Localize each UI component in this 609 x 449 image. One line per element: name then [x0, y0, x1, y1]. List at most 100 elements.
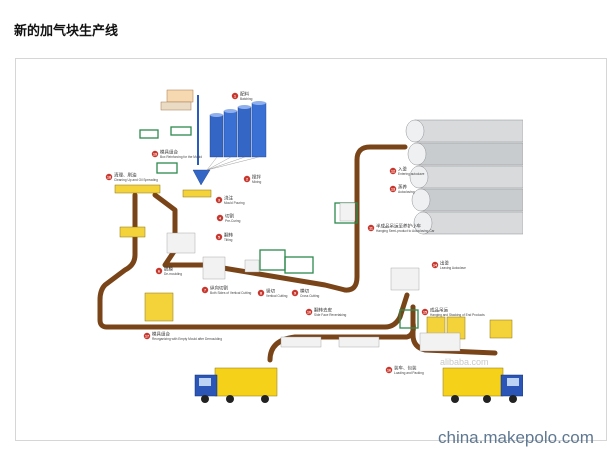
step-number: 4 [219, 216, 221, 220]
step-number-marker [431, 261, 439, 269]
step-label-cn: 模具组合 [152, 331, 170, 338]
step-number: 2 [246, 177, 248, 181]
step-number-marker [151, 150, 159, 158]
step-label-en: Mixing [252, 180, 261, 184]
step-number: 5 [218, 235, 220, 239]
step-label-en: Tilting [224, 238, 233, 242]
step-number-marker [243, 175, 251, 183]
step-label-en: Batching [240, 97, 253, 101]
step-label-en: De-moulding [164, 272, 182, 276]
step-label-en: Hanging Semi-product to Autoclaving Car [376, 229, 435, 233]
step-label-cn: 装车、包装 [394, 365, 417, 372]
autoclaves [405, 119, 523, 235]
step-label-en: Reorganizing with Empty Mould after Demo… [152, 337, 222, 341]
silos [192, 95, 267, 186]
batching-mould-stack [160, 89, 194, 111]
step-number: 13 [391, 187, 395, 191]
step-number-marker [421, 308, 429, 316]
step-number-marker [216, 214, 224, 222]
step-label-en: Autoclaving [398, 190, 415, 194]
step-number: 7 [204, 288, 206, 292]
site-watermark: china.makepolo.com [438, 428, 594, 447]
step-label-en: Vertical Cutting [266, 294, 288, 298]
step-number-marker [385, 366, 393, 374]
aerated-blocks [166, 202, 461, 352]
step-label-cn: 模具组合 [160, 149, 178, 156]
step-label-cn: 翻转 [224, 232, 233, 239]
step-label-cn: 纵向切割 [210, 285, 228, 292]
step-number-marker [305, 308, 313, 316]
step-number-marker [367, 224, 375, 232]
step-label-cn: 脱模 [164, 266, 173, 273]
step-label-en: Hanging and Stacking of End Products [430, 313, 485, 317]
step-number: 17 [145, 334, 149, 338]
step-number: 9 [294, 291, 296, 295]
step-number-marker [231, 92, 239, 100]
delivery-truck-left [194, 367, 278, 403]
step-label-cn: 切割 [225, 213, 234, 220]
step-number-marker [389, 185, 397, 193]
step-label-en: Side Face Revertaking [314, 313, 346, 317]
step-number-marker [257, 289, 265, 297]
step-label-cn: 搅拌 [252, 174, 261, 181]
step-number-marker [291, 289, 299, 297]
step-number: 19 [153, 152, 157, 156]
step-label-cn: 配料 [240, 91, 249, 98]
step-label-en: Leaving Autoclave [440, 266, 466, 270]
step-label-cn: 竖切 [266, 288, 275, 295]
step-label-cn: 半成品吊运至养护小车 [376, 223, 421, 230]
step-number-marker [155, 267, 163, 275]
step-label-cn: 蒸养 [398, 184, 407, 191]
step-label-en: Cleaning Up and Oil Spreading [114, 178, 158, 182]
step-number: 18 [107, 175, 111, 179]
step-number-marker [143, 332, 151, 340]
step-label-cn: 入釜 [398, 166, 407, 173]
step-label-cn: 清理、刷油 [114, 172, 137, 179]
step-number-marker [215, 233, 223, 241]
step-label-en: Both Sides of Vertical Cutting [210, 291, 252, 295]
step-number: 14 [433, 263, 437, 267]
step-label-en: Box Reinforcing for the Mould [160, 155, 202, 159]
step-number: 12 [391, 169, 395, 173]
step-number-marker [105, 173, 113, 181]
step-label-cn: 横切 [300, 288, 309, 295]
step-number: 1 [234, 94, 236, 98]
step-number: 6 [158, 269, 160, 273]
step-label-en: Pre-Curing [225, 219, 241, 223]
step-number-marker [201, 286, 209, 294]
step-number-marker [215, 196, 223, 204]
step-number: 15 [423, 310, 427, 314]
step-label-en: Cross Cutting [300, 294, 320, 298]
step-number: 16 [387, 368, 391, 372]
step-label-en: Mould Pouring [224, 201, 245, 205]
page-title: 新的加气块生产线 [14, 24, 119, 39]
step-label-en: Entering autoclave [398, 172, 425, 176]
step-number: 8 [260, 291, 262, 295]
step-label-en: Loading and Packing [394, 371, 424, 375]
step-label-cn: 出釜 [440, 260, 449, 267]
inner-watermark: alibaba.com [440, 357, 489, 367]
step-number: 10 [307, 310, 311, 314]
step-label-cn: 成品吊运 [430, 307, 448, 314]
step-number-marker [389, 167, 397, 175]
